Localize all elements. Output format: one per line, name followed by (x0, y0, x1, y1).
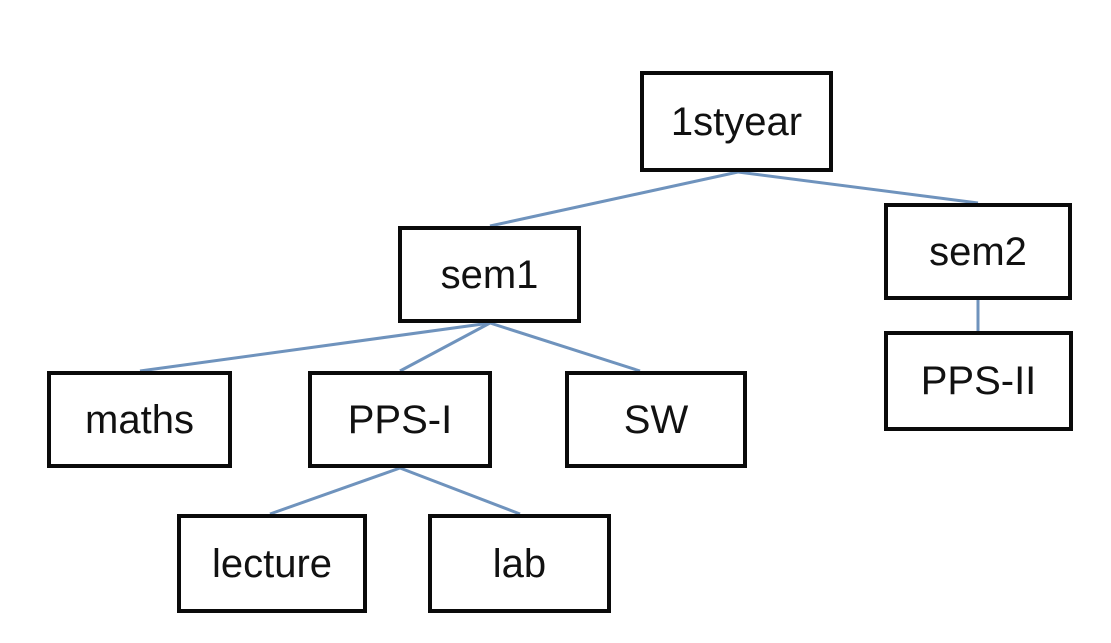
node-sw: SW (565, 371, 747, 468)
node-pps2: PPS-II (884, 331, 1073, 431)
edge-sem1-pps1 (399, 321, 491, 373)
node-lecture: lecture (177, 514, 367, 613)
node-1styear: 1styear (640, 71, 833, 172)
edge-sem1-sw (489, 321, 641, 373)
edge-pps1-lab (399, 466, 521, 516)
node-pps1: PPS-I (308, 371, 492, 468)
node-sem1: sem1 (398, 226, 581, 323)
edge-1styear-sem1 (489, 170, 739, 228)
edge-sem1-maths (139, 321, 491, 373)
node-sem2: sem2 (884, 203, 1072, 300)
edge-1styear-sem2 (737, 170, 979, 205)
edge-pps1-lecture (269, 466, 401, 516)
node-maths: maths (47, 371, 232, 468)
node-lab: lab (428, 514, 611, 613)
